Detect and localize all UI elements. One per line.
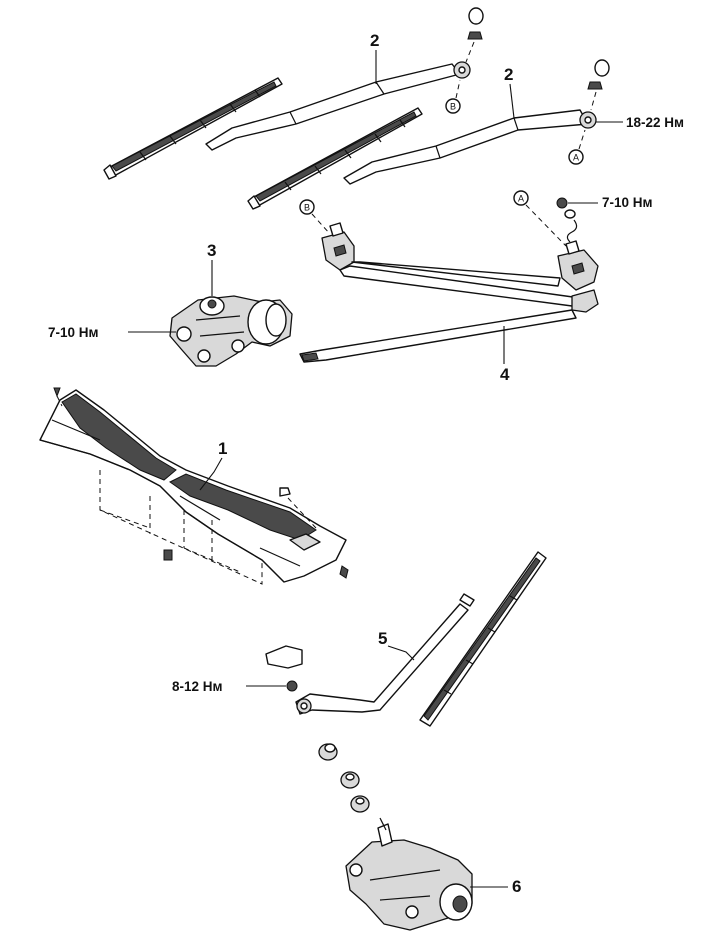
callout-5: 5 <box>378 629 415 661</box>
svg-text:2: 2 <box>370 31 379 50</box>
svg-text:6: 6 <box>512 877 521 896</box>
svg-text:B: B <box>304 203 310 213</box>
svg-text:8-12 Нм: 8-12 Нм <box>172 679 223 694</box>
callout-1: 1 <box>199 439 227 491</box>
wiper-linkage <box>299 222 599 363</box>
callout-2-left: 2 <box>370 31 379 84</box>
svg-text:5: 5 <box>378 629 387 648</box>
rear-arm-cap <box>265 645 303 669</box>
front-wiper-arm-right <box>343 109 597 185</box>
linkage-nut-washer <box>556 197 578 243</box>
torque-linkage-nut: 7-10 Нм <box>568 195 653 210</box>
torque-motor-bolt: 7-10 Нм <box>48 325 176 340</box>
svg-text:B: B <box>450 102 456 112</box>
rear-wiper-arm <box>295 593 475 715</box>
front-wiper-blade-right <box>247 107 423 210</box>
marker-b-top: B <box>445 79 461 114</box>
arm-nut-cap-b <box>465 7 484 63</box>
svg-text:2: 2 <box>504 65 513 84</box>
callout-3: 3 <box>207 241 216 296</box>
cowl-fasteners <box>53 387 349 579</box>
svg-text:7-10 Нм: 7-10 Нм <box>602 195 653 210</box>
marker-b-link: B <box>299 199 331 235</box>
svg-text:18-22 Нм: 18-22 Нм <box>626 115 684 130</box>
svg-text:4: 4 <box>500 365 510 384</box>
rear-arm-nut <box>286 680 298 692</box>
svg-text:7-10 Нм: 7-10 Нм <box>48 325 99 340</box>
svg-text:A: A <box>573 153 579 163</box>
front-wiper-arm-left <box>205 61 471 151</box>
front-wiper-blade-left <box>103 77 283 180</box>
torque-arm-nut: 18-22 Нм <box>596 115 684 130</box>
cowl-clip-guides <box>99 470 263 585</box>
rear-wiper-blade <box>419 551 547 727</box>
cowl-top-panel <box>39 389 347 583</box>
callout-6: 6 <box>470 877 521 896</box>
rear-motor-grommets <box>318 743 370 813</box>
front-wiper-motor <box>169 295 293 367</box>
rear-wiper-motor <box>345 817 473 931</box>
torque-rear-arm-nut: 8-12 Нм <box>172 679 286 694</box>
callout-4: 4 <box>500 326 510 384</box>
arm-nut-cap-a <box>587 59 610 111</box>
marker-a-link: A <box>513 190 567 247</box>
marker-a-top: A <box>568 129 586 165</box>
svg-text:1: 1 <box>218 439 227 458</box>
svg-text:3: 3 <box>207 241 216 260</box>
svg-text:A: A <box>518 194 524 204</box>
callout-2-right: 2 <box>504 65 515 119</box>
